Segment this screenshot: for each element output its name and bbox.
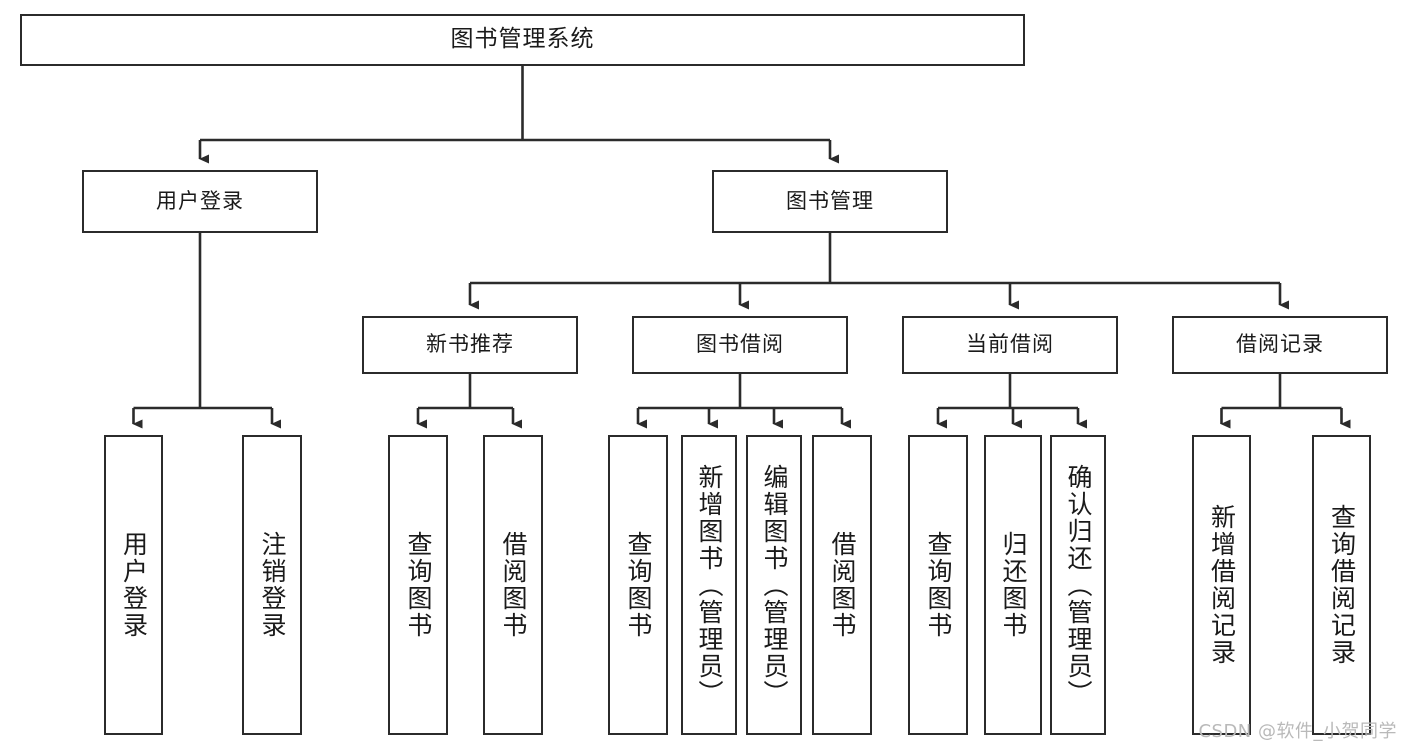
node-leaf-user-login[interactable]: 用户登录 xyxy=(104,435,163,735)
node-leaf-rec-add[interactable]: 新增借阅记录 xyxy=(1192,435,1251,735)
node-label: 注销登录 xyxy=(258,531,287,639)
node-label: 用户登录 xyxy=(119,531,149,639)
node-leaf-rec-query[interactable]: 查询图书 xyxy=(388,435,448,735)
node-leaf-cur-return[interactable]: 归还图书 xyxy=(984,435,1042,735)
node-label: 查询图书 xyxy=(924,531,953,639)
node-label: 确认归还（管理员） xyxy=(1064,463,1093,707)
node-label: 图书管理 xyxy=(786,188,874,213)
watermark-text: CSDN @软件_小贺同学 xyxy=(1198,721,1397,742)
node-leaf-cur-confirm[interactable]: 确认归还（管理员） xyxy=(1050,435,1106,735)
node-label: 查询图书 xyxy=(404,531,433,639)
node-label: 图书管理系统 xyxy=(450,26,595,53)
node-label: 新增图书（管理员） xyxy=(695,463,724,707)
node-label: 图书借阅 xyxy=(696,332,784,357)
node-label: 新增借阅记录 xyxy=(1207,504,1237,666)
node-leaf-borrow-add[interactable]: 新增图书（管理员） xyxy=(681,435,737,735)
node-current-borrow[interactable]: 当前借阅 xyxy=(902,316,1118,374)
node-borrow-record[interactable]: 借阅记录 xyxy=(1172,316,1388,374)
node-label: 查询图书 xyxy=(624,531,653,639)
node-label: 用户登录 xyxy=(156,188,244,213)
node-label: 借阅记录 xyxy=(1236,332,1324,357)
node-label: 借阅图书 xyxy=(499,531,528,639)
node-label: 编辑图书（管理员） xyxy=(760,463,789,707)
node-leaf-user-logout[interactable]: 注销登录 xyxy=(242,435,302,735)
node-new-book-rec[interactable]: 新书推荐 xyxy=(362,316,578,374)
node-leaf-borrow-lend[interactable]: 借阅图书 xyxy=(812,435,872,735)
node-leaf-cur-query[interactable]: 查询图书 xyxy=(908,435,968,735)
node-root[interactable]: 图书管理系统 xyxy=(20,14,1025,66)
node-book-borrow[interactable]: 图书借阅 xyxy=(632,316,848,374)
node-leaf-borrow-query[interactable]: 查询图书 xyxy=(608,435,668,735)
node-label: 当前借阅 xyxy=(966,332,1054,357)
node-leaf-borrow-edit[interactable]: 编辑图书（管理员） xyxy=(746,435,802,735)
node-label: 新书推荐 xyxy=(426,332,514,357)
node-label: 查询借阅记录 xyxy=(1327,504,1357,666)
node-label: 借阅图书 xyxy=(828,531,857,639)
node-label: 归还图书 xyxy=(999,531,1028,639)
node-leaf-rec-search[interactable]: 查询借阅记录 xyxy=(1312,435,1371,735)
node-leaf-rec-borrow[interactable]: 借阅图书 xyxy=(483,435,543,735)
node-user-login[interactable]: 用户登录 xyxy=(82,170,318,233)
node-book-manage[interactable]: 图书管理 xyxy=(712,170,948,233)
